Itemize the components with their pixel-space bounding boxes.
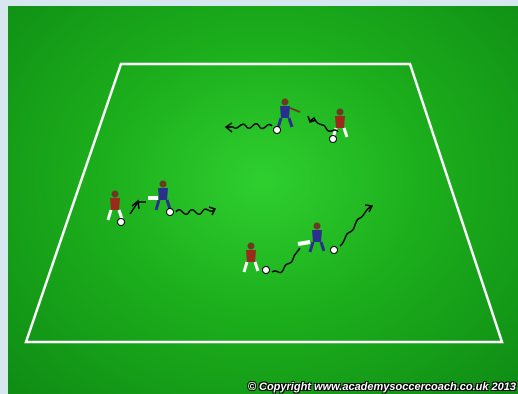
- ball-icon: [167, 209, 174, 216]
- red-player: [244, 243, 258, 273]
- ball-icon: [118, 219, 125, 226]
- red-player: [333, 109, 347, 139]
- ball-icon: [331, 247, 338, 254]
- dribble-path-arrow: [272, 248, 300, 273]
- player-group-bottom: [244, 205, 372, 274]
- ball-icon: [263, 267, 270, 274]
- player-group-left: [108, 181, 215, 226]
- field-boundary: [26, 64, 502, 342]
- player-group-top: [226, 99, 347, 143]
- red-player: [108, 191, 122, 221]
- dribble-path-arrow: [340, 206, 372, 246]
- dribble-path-arrow: [176, 209, 215, 214]
- pitch: © Copyright www.academysoccercoach.co.uk…: [8, 6, 518, 394]
- drill-diagram: [8, 6, 518, 394]
- dribble-path-arrow: [226, 124, 272, 129]
- blue-player: [148, 181, 170, 211]
- blue-player: [298, 223, 324, 253]
- blue-player: [278, 99, 300, 129]
- copyright-notice: © Copyright www.academysoccercoach.co.uk…: [248, 381, 516, 393]
- ball-icon: [274, 127, 281, 134]
- ball-icon: [330, 136, 337, 143]
